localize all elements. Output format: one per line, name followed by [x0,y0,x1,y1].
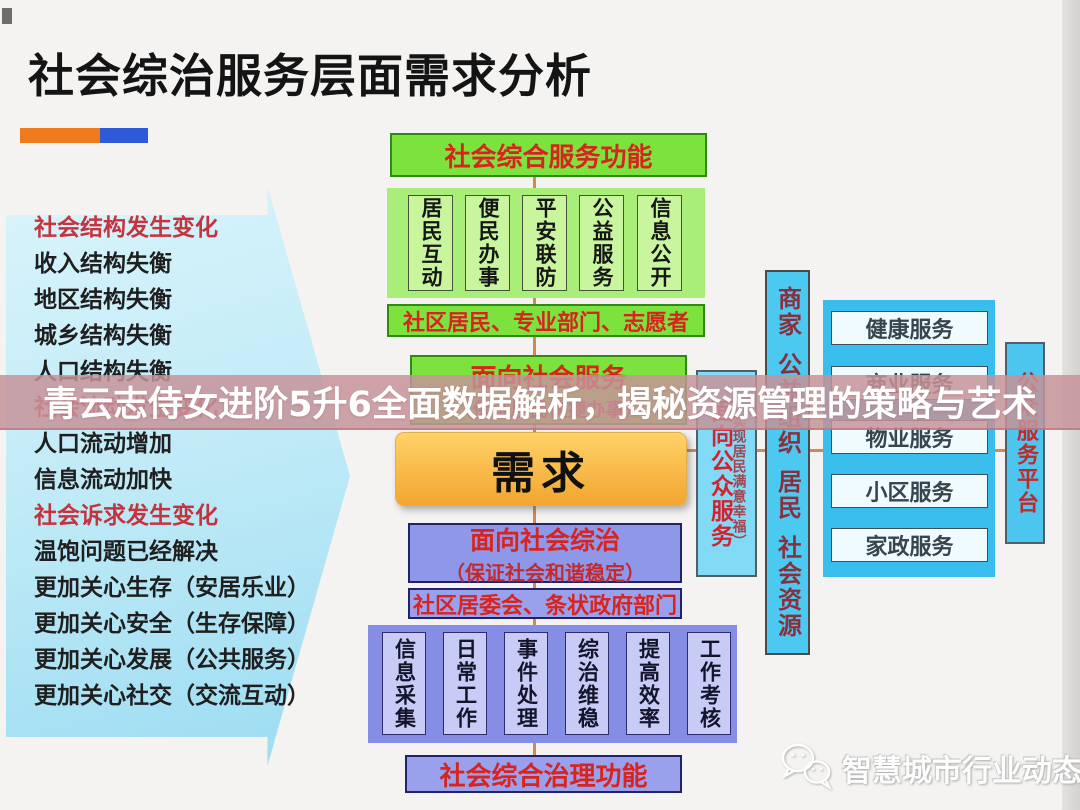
title-underline-orange [20,128,100,143]
caption-overlay-text: 青云志侍女进阶5升6全面数据解析，揭秘资源管理的策略与艺术 [43,385,1037,425]
service-item-box: 健康服务 [831,311,988,345]
governance-line1: 面向社会综治 [469,525,620,555]
service-function-header-label: 社会综合服务功能 [444,142,653,173]
governance-function-box: 日常工作 [443,632,487,735]
watermark-label: 智慧城市行业动态 [842,754,1080,789]
service-function-box: 公益服务 [579,195,624,291]
demand-box: 需求 [395,432,687,506]
governance-function-box: 信息采集 [382,632,426,735]
arrow-list-item: 温饱问题已经解决 [34,539,218,565]
connector-vertical [533,581,536,588]
service-item-box: 家政服务 [831,528,988,562]
governance-providers-label: 社区居委会、条状政府部门 [412,593,677,619]
resource-item: 居民 [773,469,802,522]
service-function-box: 居民互动 [408,195,453,291]
arrow-list-item: 社会诉求发生变化 [34,503,218,529]
page-title: 社会综治服务层面需求分析 [28,49,592,103]
change-arrow-list: 社会结构发生变化 收入结构失衡 地区结构失衡 城乡结构失衡 人口结构失衡 社会流… [34,210,310,714]
corner-artifact [2,8,12,24]
governance-line2: （保证社会和谐稳定） [445,560,645,585]
governance-box: 面向社会综治 （保证社会和谐稳定） [408,523,682,585]
governance-function-box: 综治维稳 [565,632,609,735]
arrow-list-item: 收入结构失衡 [34,251,172,277]
resource-item: 商家 [773,285,802,338]
service-function-header: 社会综合服务功能 [390,133,707,177]
connector-vertical [533,506,536,524]
governance-function-footer: 社会综合治理功能 [405,755,682,793]
connector-vertical [533,298,536,306]
wechat-icon [781,743,833,791]
service-function-box: 信息公开 [637,195,682,291]
arrow-list-item: 更加关心发展（公共服务） [34,647,310,673]
resources-column: 商家 公益组织 居民 社会资源 [765,270,810,655]
connector-vertical [533,743,536,756]
connector-vertical [533,336,536,356]
public-service-line2: （实现居民满意幸福） [730,398,747,549]
arrow-list-item: 社会结构发生变化 [34,215,218,241]
caption-overlay-band: 青云志侍女进阶5升6全面数据解析，揭秘资源管理的策略与艺术 [0,375,1080,430]
governance-function-box: 事件处理 [504,632,548,735]
service-providers-label: 社区居民、专业部门、志愿者 [402,310,689,336]
service-item-box: 小区服务 [831,474,988,508]
connector-vertical [533,176,536,189]
arrow-list-item: 更加关心生存（安居乐业） [34,575,310,601]
arrow-list-item: 地区结构失衡 [34,287,172,313]
arrow-list-item: 更加关心社交（交流互动） [34,683,310,709]
public-platform-box: 公众服务平台 [1005,342,1045,544]
arrow-list-item: 更加关心安全（生存保障） [34,611,310,637]
governance-providers-box: 社区居委会、条状政府部门 [408,588,682,619]
governance-function-box: 提高效率 [626,632,670,735]
change-arrow [6,186,350,766]
governance-function-panel [368,625,737,743]
arrow-list-item: 信息流动加快 [34,467,172,493]
service-providers-box: 社区居民、专业部门、志愿者 [387,304,705,337]
title-underline-blue [100,128,148,143]
connector-vertical [533,618,536,626]
arrow-list-item: 人口流动增加 [34,431,172,457]
service-function-box: 便民办事 [465,195,510,291]
governance-function-footer-label: 社会综合治理功能 [439,761,648,792]
arrow-list-item: 城乡结构失衡 [34,323,172,349]
resource-item: 社会资源 [773,535,802,640]
demand-label: 需求 [491,448,591,499]
service-function-box: 平安联防 [522,195,567,291]
governance-function-box: 工作考核 [687,632,731,735]
